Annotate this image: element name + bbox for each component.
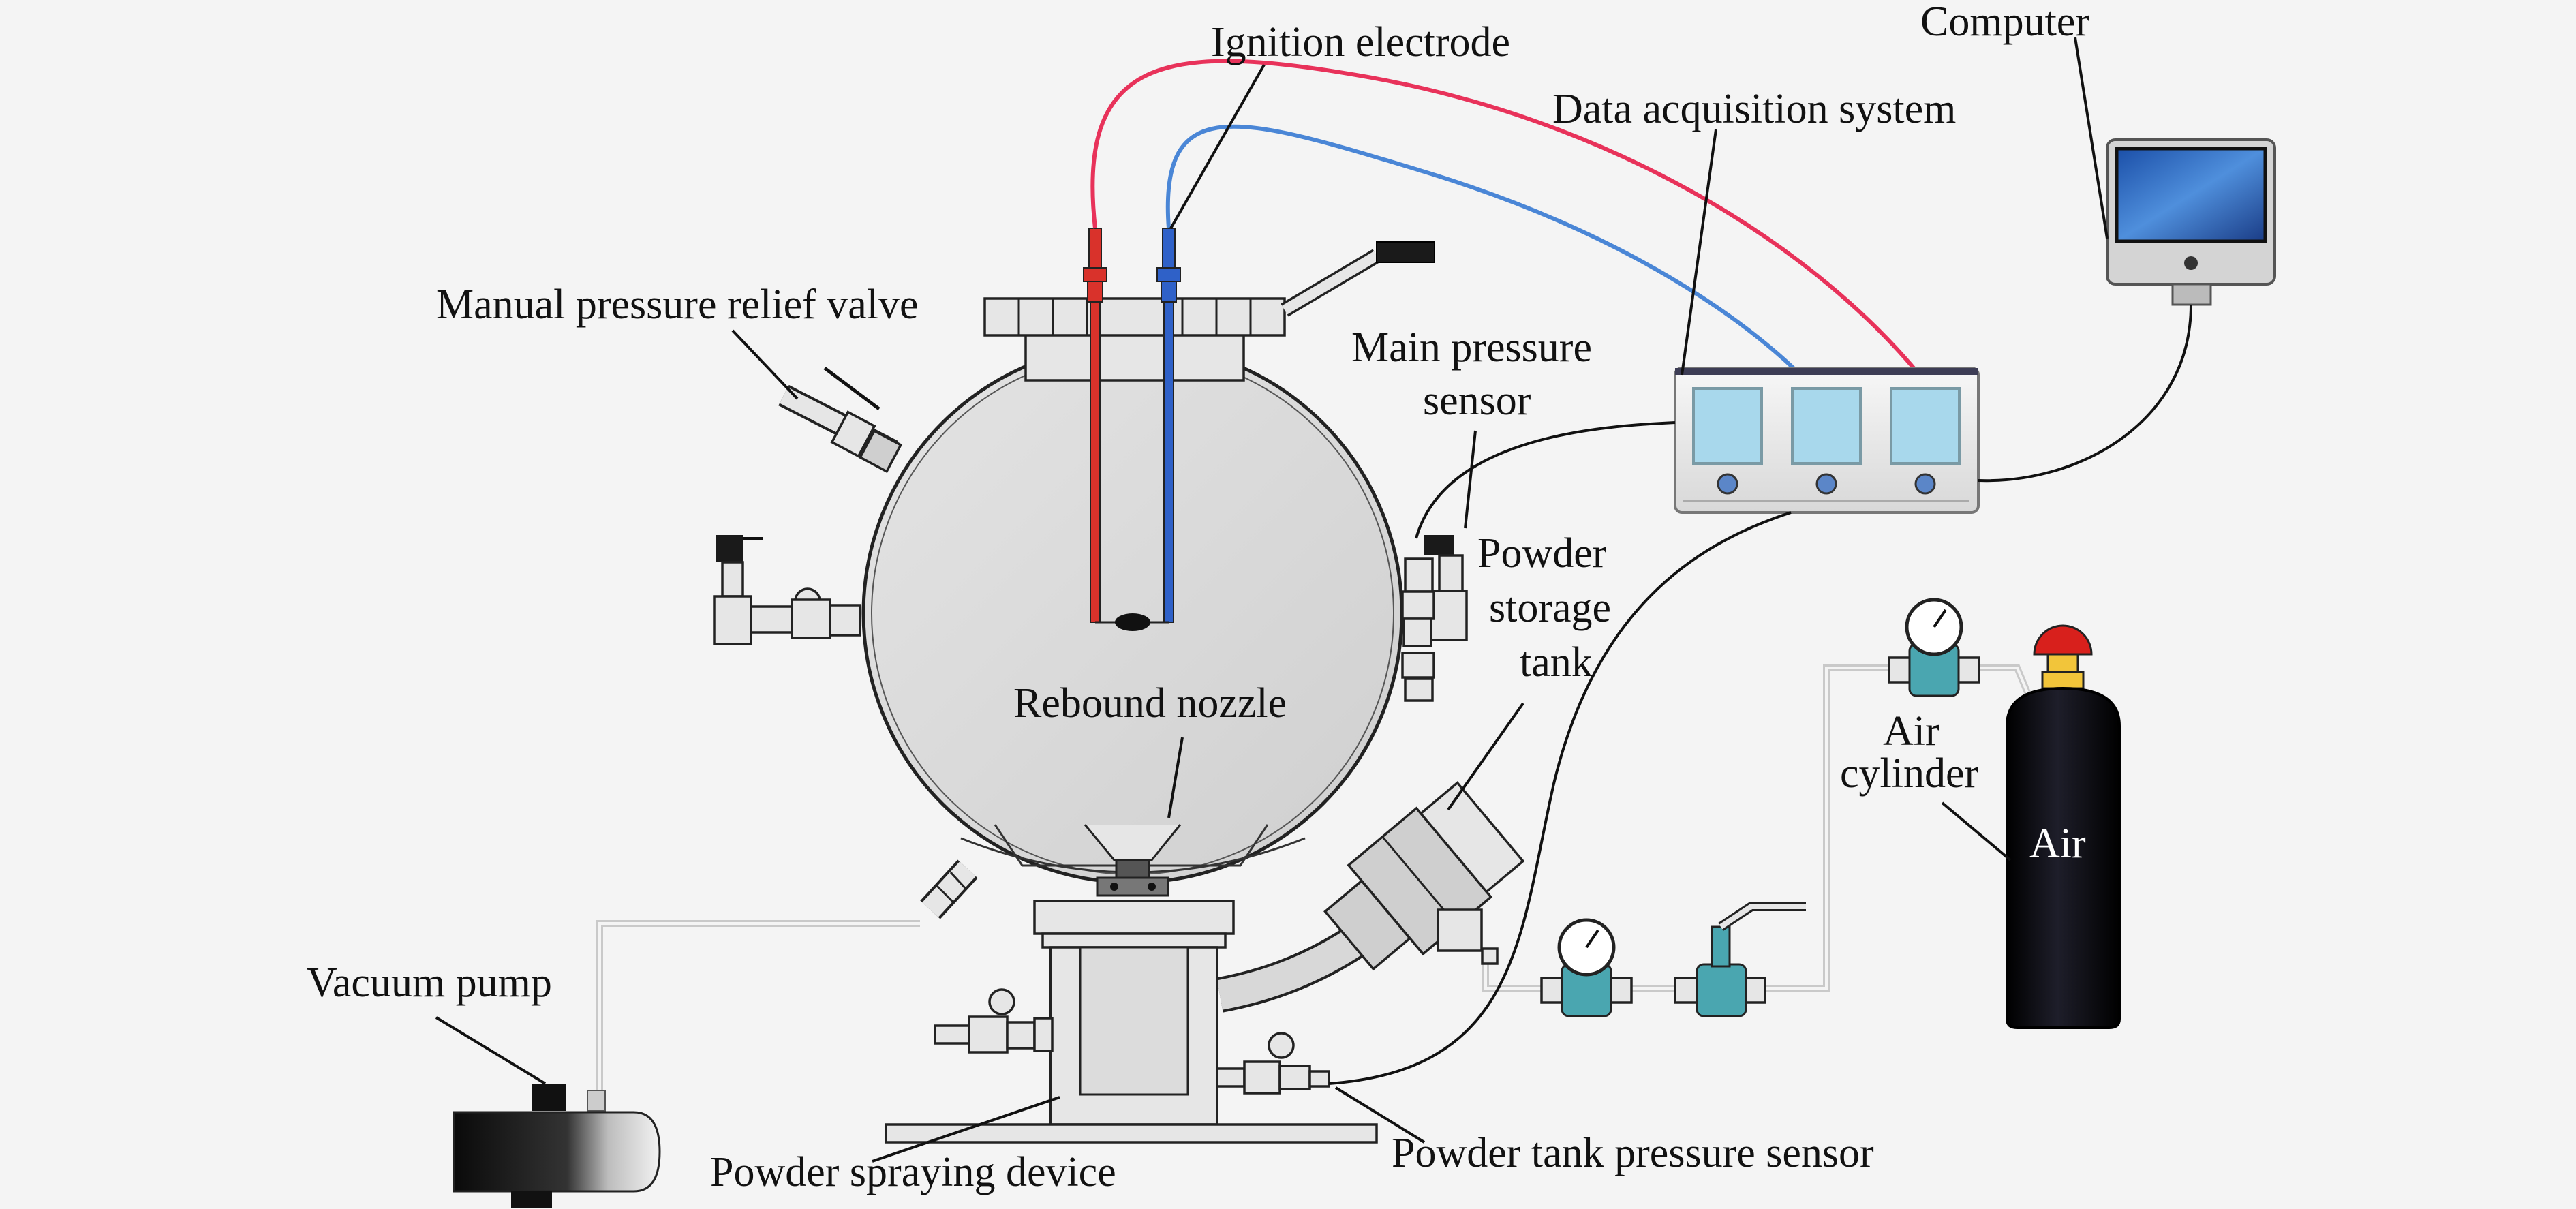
rebound-nozzle <box>1084 824 1182 897</box>
label-ignition-electrode: Ignition electrode <box>1211 19 1510 65</box>
label-storage-2: storage <box>1489 585 1611 631</box>
powder-tank-pressure-sensor <box>1216 1032 1330 1095</box>
label-air: Air <box>2029 821 2086 867</box>
left-pressure-fitting <box>713 535 861 645</box>
powder-spraying-device <box>885 900 1378 1144</box>
vacuum-pump <box>453 1084 661 1208</box>
data-acquisition-box <box>1674 367 1980 514</box>
left-base-valve <box>934 988 1054 1054</box>
lid-handle-grip <box>1376 241 1435 263</box>
blue-wire <box>1165 124 1801 376</box>
label-vacuum-pump: Vacuum pump <box>307 960 552 1006</box>
air-supply-line <box>1482 664 2038 992</box>
computer-monitor <box>2106 138 2276 306</box>
label-air-cylinder-1: Air <box>1883 708 1939 754</box>
main-pressure-sensor <box>1401 535 1468 702</box>
label-storage-3: tank <box>1520 639 1593 686</box>
vacuum-line <box>596 920 920 1118</box>
lower-left-outlet <box>920 859 978 919</box>
spray-feed-pipe <box>1216 925 1366 1013</box>
air-cylinder <box>2006 624 2121 1029</box>
blue-electrode <box>1156 228 1181 623</box>
cylinder-regulator-gauge <box>1888 598 1980 697</box>
vessel-lid <box>983 241 1435 382</box>
label-spraying-device: Powder spraying device <box>710 1149 1116 1195</box>
ball-valve <box>1674 902 1806 1017</box>
red-wire <box>1090 59 1920 375</box>
daq-display-3 <box>1890 387 1961 465</box>
label-manual-relief-valve: Manual pressure relief valve <box>436 281 919 328</box>
storage-tank-fitting <box>1437 908 1499 965</box>
daq-knob-3 <box>1914 473 1936 495</box>
daq-knob-1 <box>1717 473 1738 495</box>
label-storage-1: Powder <box>1477 530 1607 577</box>
label-data-acquisition: Data acquisition system <box>1552 86 1956 132</box>
label-tank-pressure-sensor: Powder tank pressure sensor <box>1392 1130 1874 1176</box>
red-electrode <box>1083 228 1107 623</box>
label-computer: Computer <box>1920 0 2089 45</box>
ignition-head <box>1095 613 1169 631</box>
daq-display-2 <box>1791 387 1862 465</box>
manual-relief-valve <box>778 367 903 474</box>
label-air-cylinder-2: cylinder <box>1840 750 1978 797</box>
line-pressure-gauge <box>1540 918 1633 1017</box>
daq-display-1 <box>1692 387 1763 465</box>
label-rebound-nozzle: Rebound nozzle <box>1013 680 1287 726</box>
daq-knob-2 <box>1815 473 1837 495</box>
leader-lines <box>435 37 2109 1163</box>
label-main-sensor-2: sensor <box>1423 378 1531 424</box>
signal-cables <box>1328 304 2192 1085</box>
label-main-sensor-1: Main pressure <box>1351 324 1592 371</box>
